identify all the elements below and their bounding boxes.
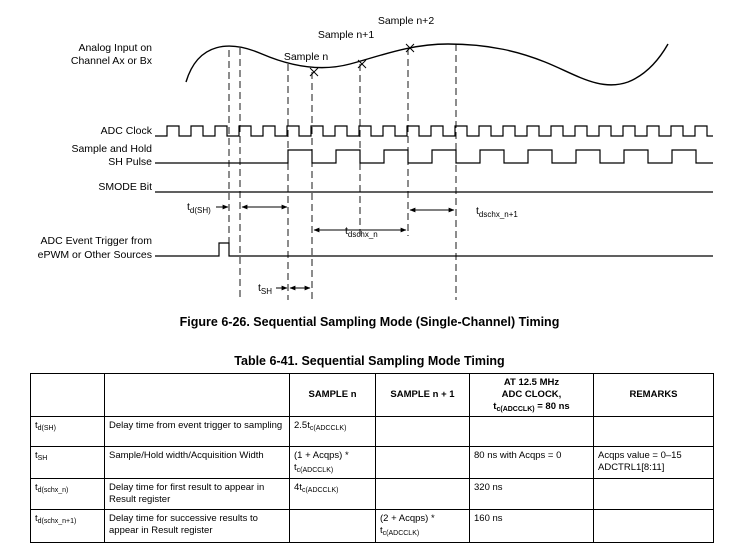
smode-label: SMODE Bit [98, 181, 152, 193]
sample-n-label: Sample n [284, 51, 329, 63]
analog-input-label-line1: Analog Input on [78, 42, 152, 54]
adc-clock-label: ADC Clock [101, 125, 153, 137]
remarks-cell [593, 416, 714, 447]
timing-guides [228, 44, 457, 300]
sample-hold-label-line1: Sample and Hold [71, 143, 152, 155]
header-sample-n: SAMPLE n [289, 373, 376, 417]
description-cell: Delay time for first result to appear in… [104, 478, 290, 510]
figure-caption: Figure 6-26. Sequential Sampling Mode (S… [179, 315, 560, 329]
at-clock-cell: 80 ns with Acqps = 0 [469, 446, 594, 479]
event-trigger-label-line1: ADC Event Trigger from [41, 235, 153, 247]
description-cell: Delay time from event trigger to samplin… [104, 416, 290, 447]
sample-n-cell [289, 509, 376, 543]
sample-n1-cell [375, 478, 470, 510]
event-trigger-label-line2: ePWM or Other Sources [38, 249, 152, 261]
tdschx-n1-label: tdschx_n+1 [476, 205, 518, 219]
sample-n1-marker [357, 59, 367, 69]
symbol-cell: td(schx_n) [30, 478, 105, 510]
sample-n1-cell: (2 + Acqps) * tc(ADCCLK) [375, 509, 470, 543]
description-cell: Delay time for successive results to app… [104, 509, 290, 543]
table-row: td(SH) Delay time from event trigger to … [30, 416, 714, 447]
remarks-cell [593, 478, 714, 510]
sample-n1-cell [375, 416, 470, 447]
table-row: td(schx_n+1) Delay time for successive r… [30, 509, 714, 543]
sample-hold-label-line2: SH Pulse [108, 156, 152, 168]
table-row: td(schx_n) Delay time for first result t… [30, 478, 714, 510]
analog-input-label-line2: Channel Ax or Bx [71, 55, 153, 67]
header-sample-n1: SAMPLE n + 1 [375, 373, 470, 417]
sample-n2-marker [405, 43, 415, 53]
header-remarks: REMARKS [593, 373, 714, 417]
table-title: Table 6-41. Sequential Sampling Mode Tim… [234, 354, 505, 368]
header-symbol [30, 373, 105, 417]
td-sh-label: td(SH) [187, 201, 211, 215]
remarks-cell [593, 509, 714, 543]
sample-n1-cell [375, 446, 470, 479]
header-at-clock: AT 12.5 MHz ADC CLOCK, tc(ADCCLK) = 80 n… [469, 373, 594, 417]
sample-n-cell: 2.5tc(ADCCLK) [289, 416, 376, 447]
event-trigger-waveform [155, 242, 713, 257]
timing-table: SAMPLE n SAMPLE n + 1 AT 12.5 MHz ADC CL… [30, 373, 714, 543]
sample-n-cell: (1 + Acqps) * tc(ADCCLK) [289, 446, 376, 479]
at-clock-cell: 160 ns [469, 509, 594, 543]
tdschx-n-label: tdschx_n [345, 225, 378, 239]
timing-diagram: Analog Input on Channel Ax or Bx ADC Clo… [38, 15, 713, 300]
sh-pulse-waveform [155, 149, 713, 164]
table-row: tSH Sample/Hold width/Acquisition Width … [30, 446, 714, 479]
description-cell: Sample/Hold width/Acquisition Width [104, 446, 290, 479]
at-clock-cell [469, 416, 594, 447]
sample-n-marker [309, 67, 319, 77]
tsh-label: tSH [258, 282, 272, 296]
symbol-cell: tSH [30, 446, 105, 479]
sample-n1-label: Sample n+1 [318, 29, 374, 41]
adc-clock-waveform [155, 125, 713, 137]
table-header-row: SAMPLE n SAMPLE n + 1 AT 12.5 MHz ADC CL… [30, 373, 714, 417]
symbol-cell: td(SH) [30, 416, 105, 447]
sample-n2-label: Sample n+2 [378, 15, 434, 27]
sample-n-cell: 4tc(ADCCLK) [289, 478, 376, 510]
analog-waveform [185, 43, 669, 86]
header-description [104, 373, 290, 417]
at-clock-cell: 320 ns [469, 478, 594, 510]
symbol-cell: td(schx_n+1) [30, 509, 105, 543]
